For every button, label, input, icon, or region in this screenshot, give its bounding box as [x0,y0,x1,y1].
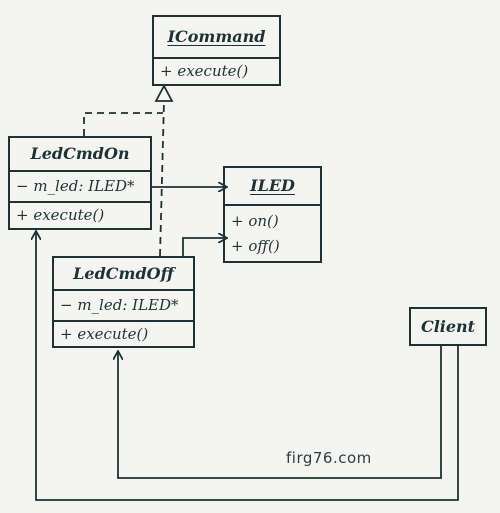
class-iled-methods: + on() + off() [225,204,320,261]
class-icommand: ICommand + execute() [152,15,281,86]
class-client-name: Client [420,317,476,336]
realization-ledcmdon-icommand [83,112,163,136]
method-execute: + execute() [60,325,149,343]
class-ledcmdon-attributes: − m_led: ILED* [10,170,150,201]
method-off: + off() [231,237,280,255]
association-ledcmdoff-iled [182,238,226,256]
attribute-m-led: − m_led: ILED* [60,296,179,314]
watermark-text: firg76.com [286,449,372,467]
class-ledcmdon: LedCmdOn − m_led: ILED* + execute() [8,136,152,230]
class-ledcmdoff: LedCmdOff − m_led: ILED* + execute() [52,256,195,348]
method-on: + on() [231,212,279,230]
class-ledcmdon-name: LedCmdOn [30,144,130,163]
class-icommand-methods: + execute() [154,57,279,84]
class-client: Client [409,307,487,346]
class-ledcmdoff-name: LedCmdOff [73,264,174,283]
class-ledcmdoff-methods: + execute() [54,320,193,346]
class-icommand-name: ICommand [167,27,266,46]
class-iled-name: ILED [250,176,295,195]
class-iled: ILED + on() + off() [223,166,322,263]
method-execute: + execute() [16,206,105,224]
class-ledcmdoff-attributes: − m_led: ILED* [54,289,193,320]
association-client-ledcmdon [36,232,459,501]
realization-ledcmdoff-icommand [159,100,165,257]
association-client-ledcmdoff [118,346,442,479]
class-ledcmdon-methods: + execute() [10,201,150,228]
method-execute: + execute() [160,62,249,80]
attribute-m-led: − m_led: ILED* [16,177,135,195]
realization-triangle [154,84,174,102]
